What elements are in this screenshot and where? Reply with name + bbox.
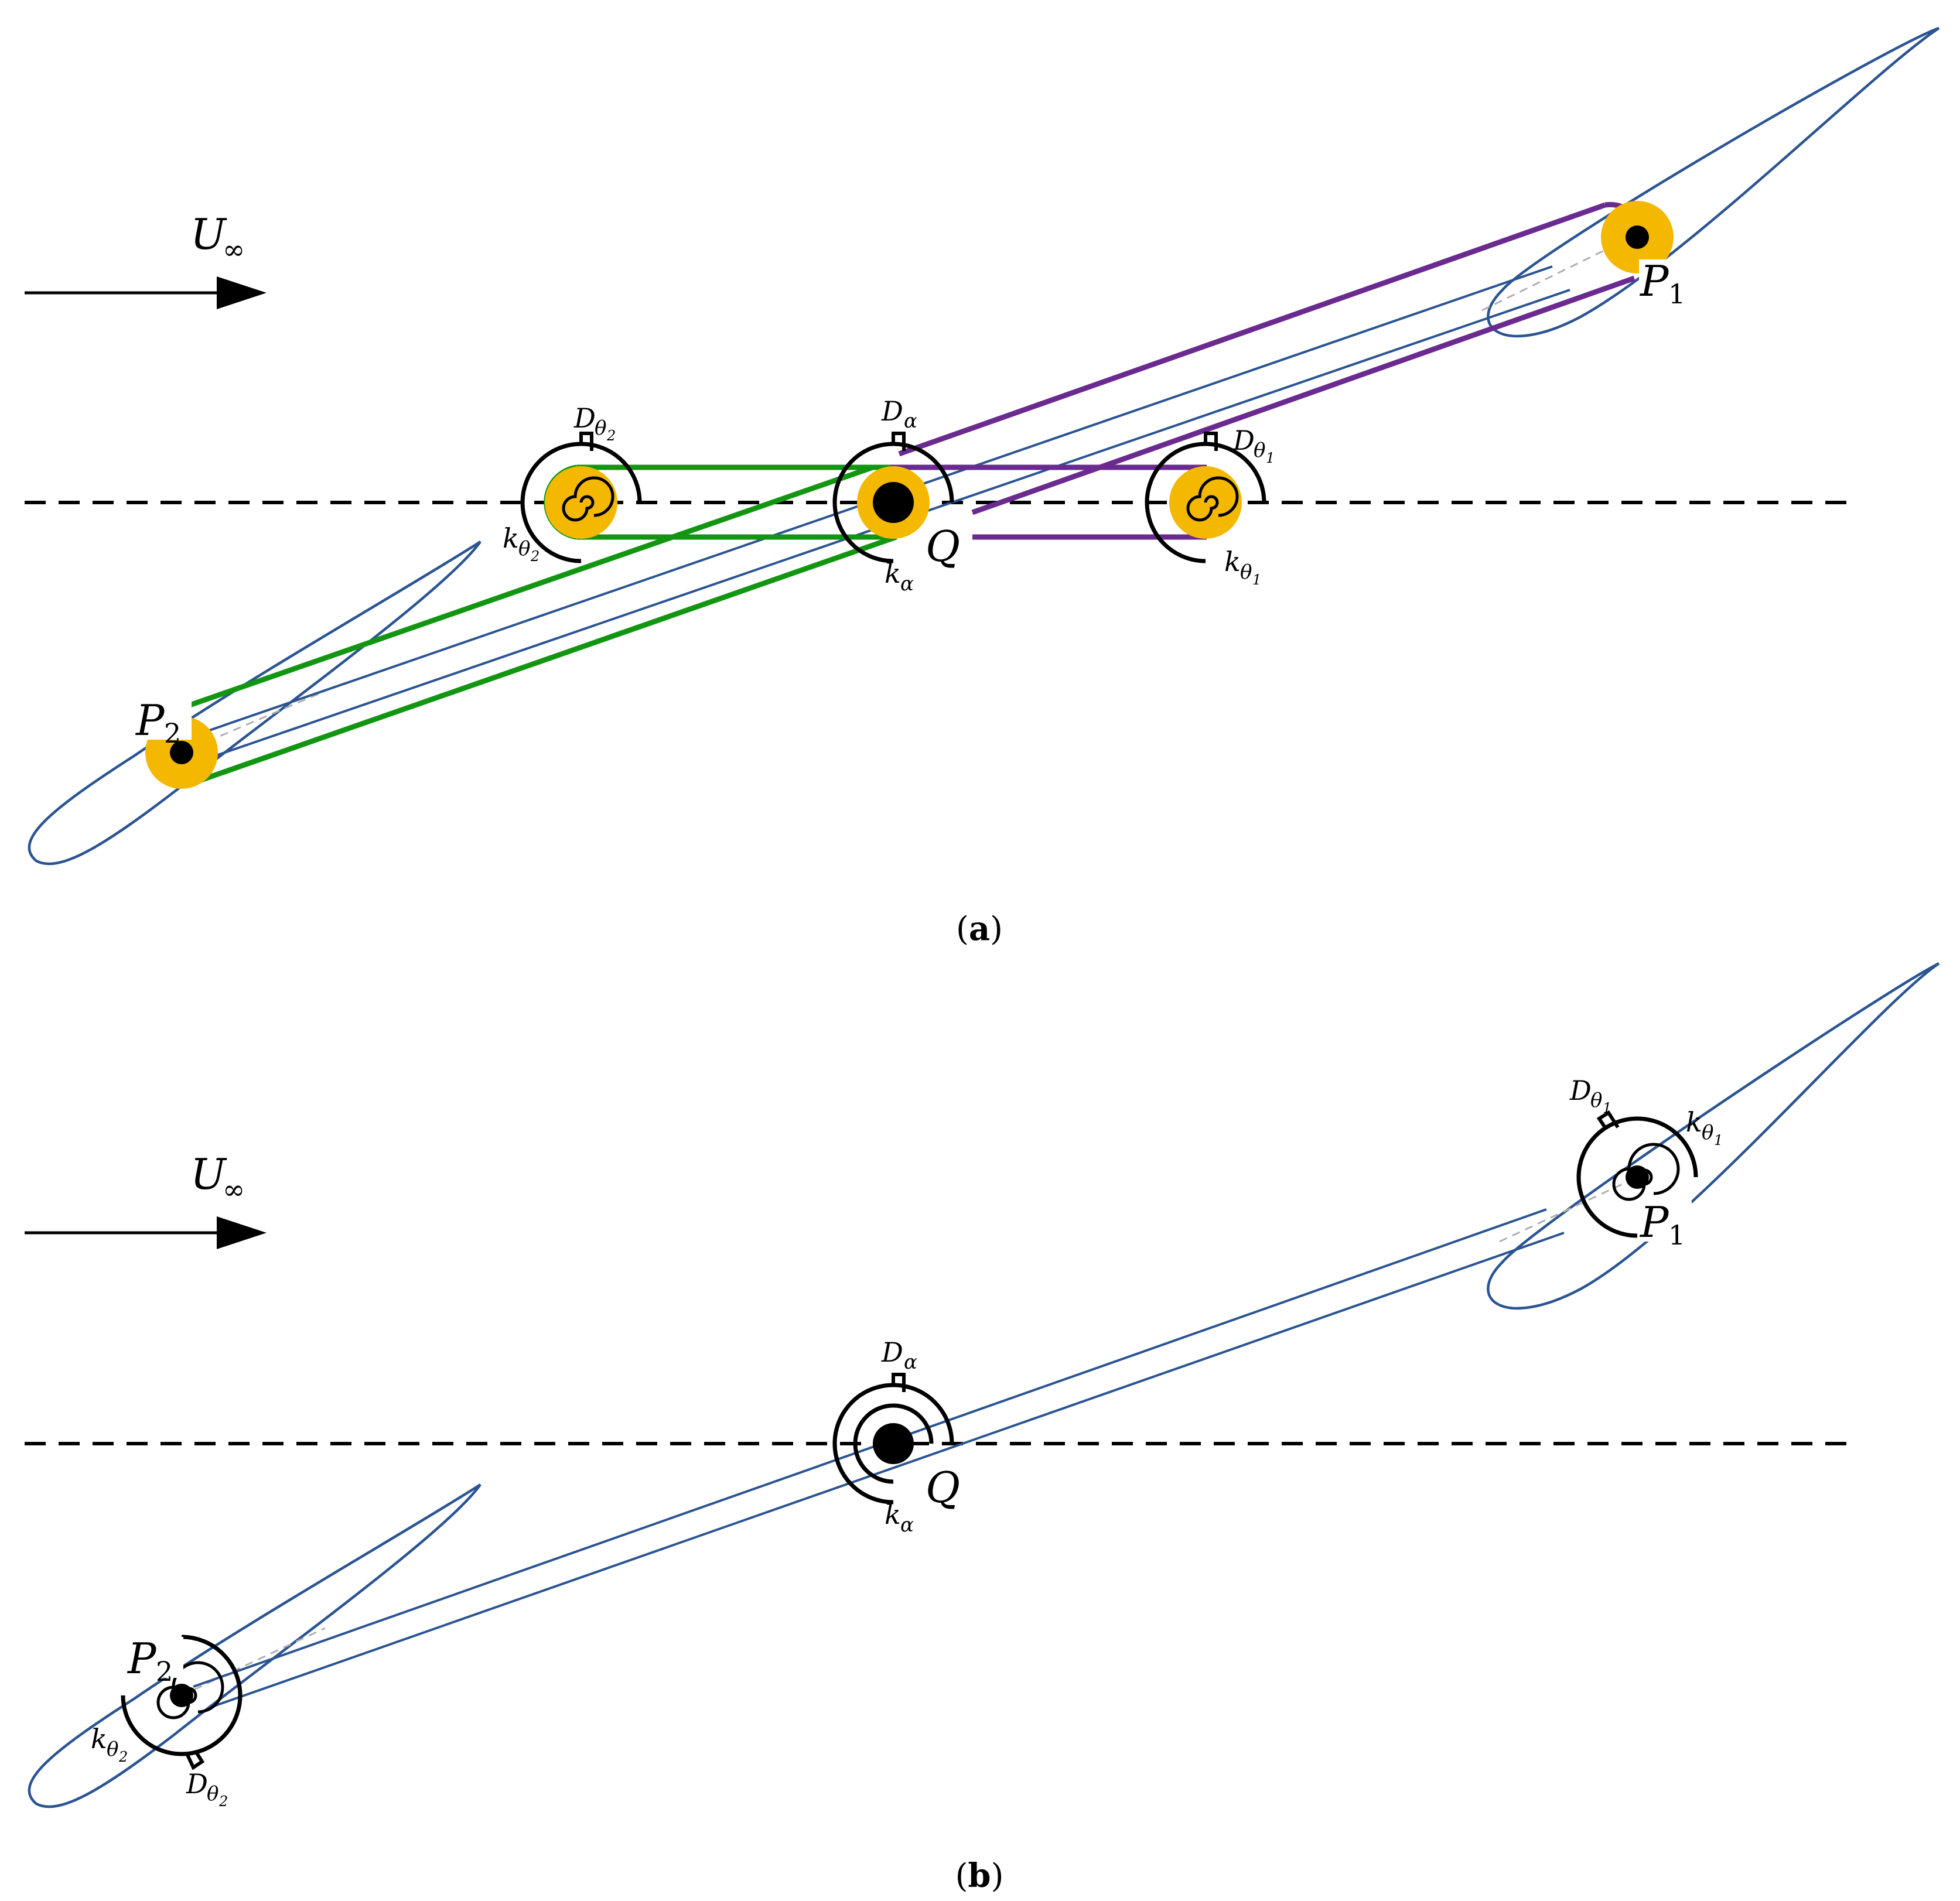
svg-text:D: D [186, 1768, 208, 1800]
flow-sub-b: ∞ [223, 1174, 245, 1205]
hub-p1-a [1626, 225, 1649, 249]
svg-text:1: 1 [1603, 1100, 1611, 1116]
svg-text:1: 1 [1668, 1219, 1685, 1251]
label-P2-b: P 2 [127, 1634, 183, 1687]
flow-arrow-b: U ∞ [25, 1150, 267, 1249]
spiral-theta1-a [1186, 476, 1239, 522]
svg-text:2: 2 [164, 717, 181, 749]
label-k-theta1-a: k θ 1 [1224, 546, 1261, 588]
svg-text:P: P [1639, 257, 1669, 306]
spring-damper-alpha-b [832, 1373, 954, 1505]
label-Q-a: Q [926, 522, 960, 571]
svg-text:P: P [1639, 1198, 1669, 1247]
svg-text:P: P [135, 696, 165, 745]
belt-green-a [148, 464, 897, 788]
wing-p2-a [28, 541, 482, 866]
wing-p1-a [1481, 26, 1940, 338]
svg-text:1: 1 [1714, 1132, 1723, 1148]
label-k-alpha-a: k α [885, 558, 914, 596]
svg-text:1: 1 [1266, 450, 1275, 466]
panel-a: U ∞ [25, 26, 1940, 948]
label-D-theta2-a: D θ 2 [573, 402, 616, 444]
svg-text:θ: θ [107, 1738, 118, 1761]
svg-text:2: 2 [530, 548, 539, 565]
svg-text:θ: θ [1590, 1089, 1602, 1112]
svg-text:θ: θ [207, 1782, 218, 1806]
label-D-theta2-b: D θ 2 [186, 1768, 228, 1810]
svg-text:α: α [904, 1350, 917, 1374]
svg-text:θ: θ [1240, 560, 1252, 584]
svg-text:D: D [1232, 425, 1255, 456]
svg-text:1: 1 [1252, 572, 1261, 588]
svg-text:2: 2 [606, 428, 616, 444]
label-P2-a: P 2 [135, 696, 192, 749]
belt-purple-a [890, 201, 1650, 540]
caption-a: (a) [956, 910, 1003, 948]
svg-text:θ: θ [1702, 1121, 1713, 1144]
hub-p2-a [170, 741, 193, 764]
label-D-theta1-b: D θ 1 [1569, 1075, 1611, 1116]
svg-text:k: k [1686, 1106, 1702, 1138]
panel-b: U ∞ [25, 962, 1940, 1895]
label-P1-b: P 1 [1639, 1198, 1692, 1251]
svg-text:D: D [881, 1336, 903, 1368]
label-P1-a: P 1 [1639, 257, 1692, 310]
flow-arrow-a: U ∞ [25, 210, 267, 309]
spring-damper-alpha-a [832, 432, 954, 563]
label-D-alpha-b: D α [881, 1336, 917, 1374]
flow-sub-a: ∞ [223, 234, 245, 265]
spring-damper-theta2-a [520, 432, 642, 563]
spring-damper-theta1-a [1145, 432, 1266, 563]
svg-text:α: α [904, 409, 917, 433]
svg-text:2: 2 [156, 1656, 173, 1687]
label-D-alpha-a: D α [881, 395, 917, 433]
svg-text:θ: θ [1254, 439, 1265, 462]
label-k-theta2-a: k θ 2 [503, 522, 539, 565]
svg-text:D: D [1569, 1075, 1592, 1106]
svg-text:k: k [885, 1499, 901, 1530]
svg-text:2: 2 [218, 1793, 228, 1810]
spring-damper-theta2-b [121, 1635, 243, 1770]
svg-text:D: D [881, 395, 903, 427]
hub-q-a [873, 482, 914, 523]
svg-text:θ: θ [518, 537, 530, 560]
caption-b: (b) [955, 1856, 1004, 1895]
spiral-theta2-a [562, 476, 614, 522]
svg-text:k: k [503, 522, 519, 554]
hub-q-b [873, 1423, 914, 1464]
wing-p2-b [28, 1483, 482, 1808]
svg-text:α: α [900, 1513, 914, 1537]
svg-text:D: D [573, 402, 596, 434]
label-k-theta2-b: k θ 2 [91, 1723, 128, 1765]
svg-text:α: α [900, 572, 914, 596]
svg-text:k: k [91, 1723, 107, 1755]
svg-text:k: k [885, 558, 901, 589]
spring-damper-theta1-b [1576, 1110, 1698, 1238]
svg-text:θ: θ [595, 416, 606, 440]
flow-label-b: U [190, 1150, 227, 1199]
svg-text:P: P [127, 1634, 157, 1683]
label-Q-b: Q [926, 1463, 960, 1512]
svg-text:2: 2 [118, 1749, 128, 1765]
svg-text:k: k [1224, 546, 1241, 577]
main-spar-b [193, 1208, 1565, 1708]
flow-label-a: U [190, 210, 227, 259]
label-k-alpha-b: k α [885, 1499, 914, 1537]
svg-text:1: 1 [1668, 278, 1685, 310]
label-k-theta1-b: k θ 1 [1686, 1106, 1723, 1148]
label-D-theta1-a: D θ 1 [1232, 425, 1275, 466]
